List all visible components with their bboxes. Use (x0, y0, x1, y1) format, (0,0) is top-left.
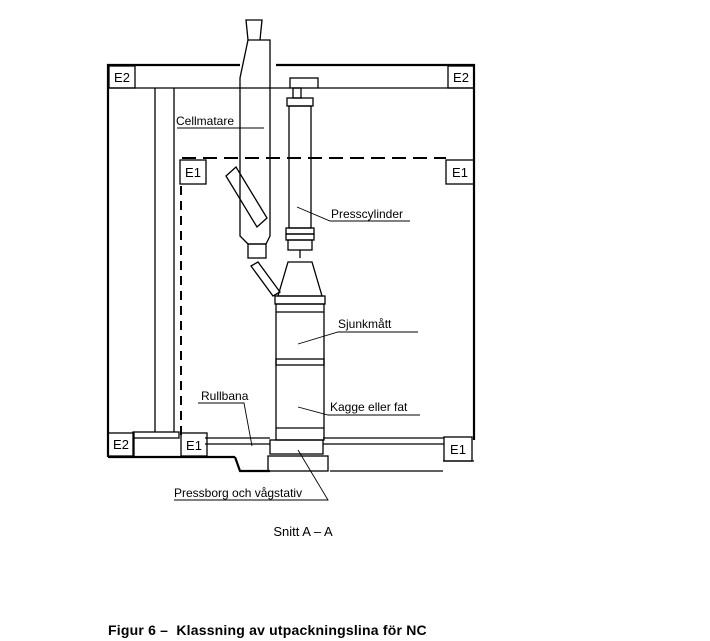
zone-e1-boundary (180, 157, 446, 438)
label-presscylinder: Presscylinder (331, 207, 403, 221)
zone-boxes (107, 65, 475, 462)
zone-label-e2-top-left: E2 (114, 70, 130, 85)
zone-box-e2-bottom-left (107, 432, 135, 457)
zone-label-e2-bottom-left: E2 (113, 437, 129, 452)
zone-box-e1-mid-left (179, 159, 207, 185)
label-rullbana: Rullbana (201, 389, 249, 403)
zone-label-e1-mid-right: E1 (452, 165, 468, 180)
zone-label-e1-mid-left: E1 (185, 165, 201, 180)
zone-box-e2-top-left (108, 65, 136, 89)
press-stand (267, 439, 329, 472)
zone-label-e2-top-right: E2 (453, 70, 469, 85)
room-outline (106, 63, 476, 473)
cell-feeder (225, 19, 281, 297)
label-kagge: Kagge eller fat (330, 400, 408, 414)
label-pressborg: Pressborg och vågstativ (174, 486, 302, 500)
zone-box-e1-bottom-left (180, 432, 208, 457)
zone-label-e1-bottom-left: E1 (186, 438, 202, 453)
leader-lines (174, 127, 420, 501)
label-cellmatare: Cellmatare (176, 114, 234, 128)
left-column (154, 88, 175, 432)
label-sjunkmatt: Sjunkmått (338, 317, 392, 331)
press-top-plate (289, 77, 319, 89)
zone-box-e1-mid-right (445, 159, 475, 185)
drum (275, 303, 325, 441)
roller-conveyor (132, 431, 444, 457)
zone-box-e1-bottom-right (443, 436, 473, 462)
section-label: Snitt A – A (273, 524, 333, 539)
zone-label-e1-bottom-right: E1 (450, 442, 466, 457)
zone-box-e2-top-right (447, 65, 475, 89)
press-cylinder (274, 87, 326, 305)
figure-caption: Figur 6 – Klassning av utpackningslina f… (108, 622, 427, 638)
